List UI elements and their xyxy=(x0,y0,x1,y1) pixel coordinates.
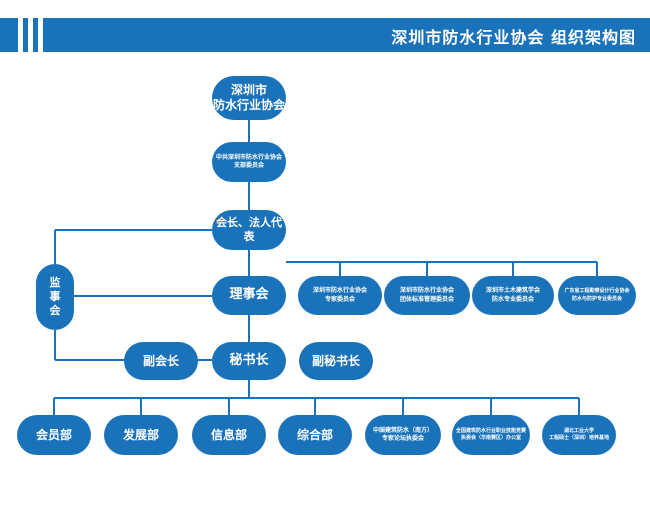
node-president: 会长、法人代表 xyxy=(212,210,286,250)
node-department: 全国建筑防水行业职业技能竞赛 执委会（华南赛区）办公室 xyxy=(452,415,530,455)
node-department: 会员部 xyxy=(17,415,91,455)
node-committee: 广东省工程勘察设计行业协会 防水与防护专业委员会 xyxy=(558,276,636,315)
node-committee: 深圳市防水行业协会 专家委员会 xyxy=(298,276,382,315)
header-stripe xyxy=(38,18,43,52)
node-party-branch: 中共深圳市防水行业协会 支部委员会 xyxy=(212,142,286,182)
node-department: 湖北工业大学 工程硕士（深圳）培养基地 xyxy=(542,415,616,455)
header-bar: 深圳市防水行业协会 组织架构图 xyxy=(0,18,650,52)
node-department: 中国建筑防水（南方） 专家论坛执委会 xyxy=(365,415,441,455)
header-stripe xyxy=(18,18,23,52)
node-supervisory-board: 监 事 会 xyxy=(36,264,74,330)
node-secretary-general: 秘书长 xyxy=(212,342,286,380)
node-vice-president: 副会长 xyxy=(124,342,198,380)
node-root-association: 深圳市 防水行业协会 xyxy=(212,76,286,120)
node-council: 理事会 xyxy=(212,276,286,315)
node-committee: 深圳市土木建筑学会 防水专业委员会 xyxy=(472,276,554,315)
node-department: 综合部 xyxy=(278,415,352,455)
header-stripe xyxy=(28,18,33,52)
node-committee: 深圳市防水行业协会 团体标准管理委员会 xyxy=(384,276,470,315)
page-title: 深圳市防水行业协会 组织架构图 xyxy=(391,28,636,47)
node-department: 发展部 xyxy=(104,415,178,455)
node-deputy-secretary-general: 副秘书长 xyxy=(299,342,373,380)
node-department: 信息部 xyxy=(192,415,266,455)
